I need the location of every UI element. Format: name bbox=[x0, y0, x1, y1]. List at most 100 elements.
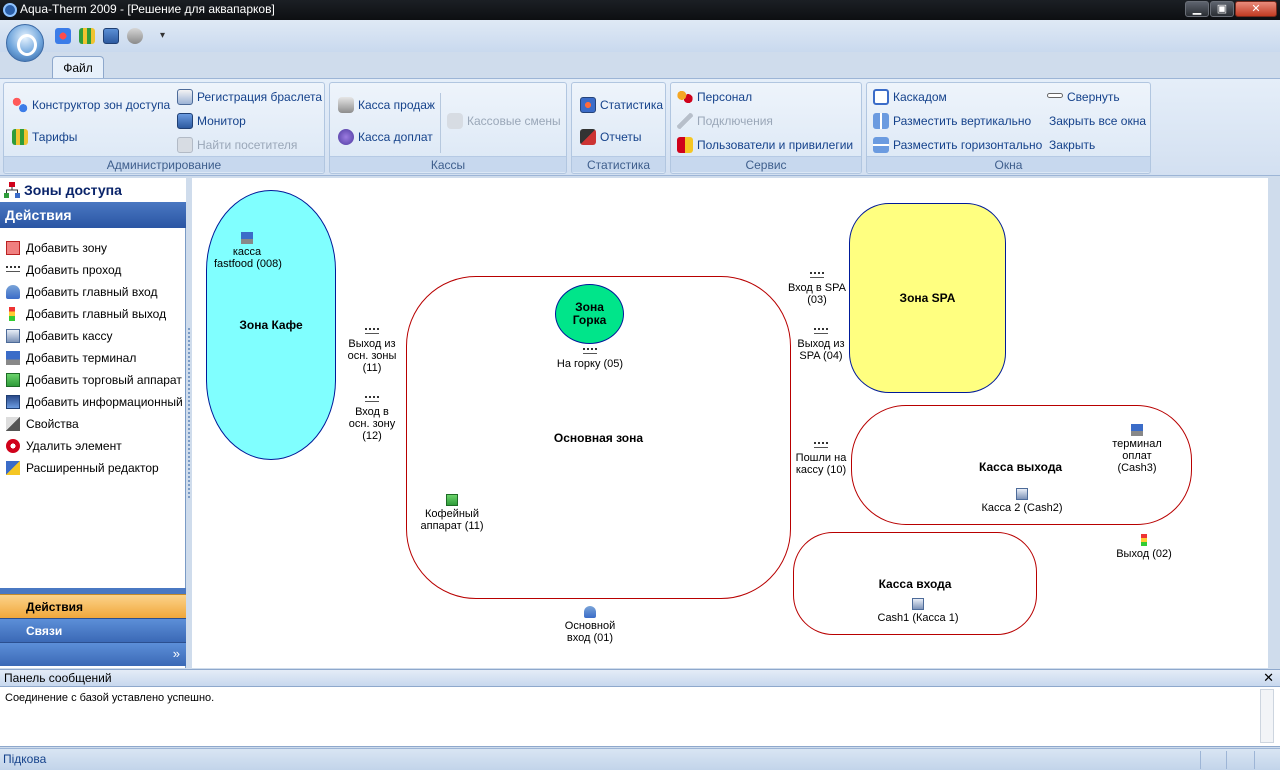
messages-scrollbar[interactable] bbox=[1260, 689, 1274, 743]
tariffs-icon[interactable] bbox=[79, 28, 95, 44]
statistics-button[interactable]: Статистика bbox=[580, 95, 663, 115]
action-add-info[interactable]: Добавить информационный ... bbox=[5, 392, 196, 412]
cascade-label: Каскадом bbox=[893, 90, 947, 104]
main-entry-icon bbox=[584, 606, 596, 618]
action-label: Свойства bbox=[26, 417, 79, 431]
bracelet-icon bbox=[177, 89, 193, 105]
group-label-stats: Статистика bbox=[572, 156, 665, 172]
node-label: (12) bbox=[362, 430, 382, 442]
node-label: SPA (04) bbox=[799, 350, 843, 362]
action-add-vending[interactable]: Добавить торговый аппарат bbox=[5, 370, 182, 390]
node-enter-main[interactable]: Вход в осн. зону (12) bbox=[342, 396, 402, 442]
bracelet-registration-button[interactable]: Регистрация браслета bbox=[177, 87, 322, 107]
node-spa-in[interactable]: Вход в SPA (03) bbox=[784, 272, 850, 306]
find-visitor-button[interactable]: Найти посетителя bbox=[177, 135, 297, 155]
close-button[interactable]: ✕ bbox=[1235, 1, 1277, 17]
action-label: Добавить терминал bbox=[26, 351, 137, 365]
action-add-terminal[interactable]: Добавить терминал bbox=[5, 348, 136, 368]
action-add-zone[interactable]: Добавить зону bbox=[5, 238, 107, 258]
node-label: терминал bbox=[1112, 438, 1162, 450]
actions-header: Действия bbox=[0, 202, 186, 228]
nav-tab-links[interactable]: Связи bbox=[0, 618, 186, 642]
minimize-button[interactable]: ▁ bbox=[1185, 1, 1209, 17]
minimize-all-button[interactable]: Свернуть bbox=[1047, 87, 1120, 107]
cash-shifts-button[interactable]: Кассовые смены bbox=[447, 111, 561, 131]
tile-vertical-button[interactable]: Разместить вертикально bbox=[873, 111, 1031, 131]
zone-cash-exit[interactable]: Касса выхода bbox=[851, 405, 1192, 525]
application-orb-button[interactable] bbox=[6, 24, 44, 62]
zone-cash-entry[interactable]: Касса входа bbox=[793, 532, 1037, 635]
ribbon-tab-strip: Файл bbox=[0, 52, 1280, 80]
close-all-windows-button[interactable]: Закрыть все окна bbox=[1047, 111, 1146, 131]
close-window-button[interactable]: Закрыть bbox=[1047, 135, 1095, 155]
node-cash1[interactable]: Cash1 (Касса 1) bbox=[868, 598, 968, 624]
cash-register-icon[interactable] bbox=[127, 28, 143, 44]
cascade-button[interactable]: Каскадом bbox=[873, 87, 947, 107]
sales-cash-button[interactable]: Касса продаж bbox=[338, 95, 435, 115]
tile-horizontal-icon bbox=[873, 137, 889, 153]
node-cash2[interactable]: Касса 2 (Cash2) bbox=[972, 488, 1072, 514]
terminal-icon bbox=[1131, 424, 1143, 436]
panel-splitter[interactable] bbox=[186, 178, 192, 668]
nav-tab-actions[interactable]: Действия bbox=[0, 594, 186, 618]
action-add-main-entry[interactable]: Добавить главный вход bbox=[5, 282, 157, 302]
node-main-entry[interactable]: Основной вход (01) bbox=[552, 606, 628, 644]
node-coffee-machine[interactable]: Кофейный аппарат (11) bbox=[414, 494, 490, 532]
zone-builder-button[interactable]: Конструктор зон доступа bbox=[12, 95, 170, 115]
action-label: Добавить зону bbox=[26, 241, 108, 255]
node-exit-02[interactable]: Выход (02) bbox=[1107, 534, 1181, 560]
monitor-button[interactable]: Монитор bbox=[177, 111, 246, 131]
zone-cafe[interactable]: Зона Кафе bbox=[206, 190, 336, 460]
action-label: Удалить элемент bbox=[26, 439, 122, 453]
extra-cash-button[interactable]: Касса доплат bbox=[338, 127, 433, 147]
messages-close-icon[interactable]: ✕ bbox=[1263, 670, 1274, 685]
node-label: вход (01) bbox=[566, 632, 614, 644]
users-privileges-button[interactable]: Пользователи и привилегии bbox=[677, 135, 853, 155]
connections-button[interactable]: Подключения bbox=[677, 111, 773, 131]
properties-icon bbox=[6, 417, 20, 431]
panel-resize-grip[interactable] bbox=[0, 588, 186, 594]
node-to-gorka[interactable]: На горку (05) bbox=[552, 348, 628, 370]
canvas-scrollbar[interactable] bbox=[1268, 178, 1280, 668]
monitor-icon[interactable] bbox=[103, 28, 119, 44]
node-to-cash[interactable]: Пошли на кассу (10) bbox=[788, 442, 854, 476]
ribbon-group-admin: Конструктор зон доступа Тарифы Регистрац… bbox=[3, 82, 325, 174]
zone-diagram-canvas[interactable]: Зона Кафе Основная зона Зона Горка Зона … bbox=[192, 178, 1268, 668]
status-separator bbox=[1226, 751, 1227, 769]
action-add-pass[interactable]: Добавить проход bbox=[5, 260, 121, 280]
action-label: Добавить главный выход bbox=[26, 307, 167, 321]
action-properties[interactable]: Свойства bbox=[5, 414, 79, 434]
node-label: На горку (05) bbox=[556, 358, 624, 370]
zone-gorka[interactable]: Зона Горка bbox=[555, 284, 624, 344]
maximize-button[interactable]: ▣ bbox=[1210, 1, 1234, 17]
messages-panel-header: Панель сообщений ✕ bbox=[0, 669, 1280, 687]
group-label-cash: Кассы bbox=[330, 156, 566, 172]
action-advanced-editor[interactable]: Расширенный редактор bbox=[5, 458, 159, 478]
ribbon: Конструктор зон доступа Тарифы Регистрац… bbox=[0, 78, 1280, 176]
messages-panel-body: Соединение с базой уставлено успешно. bbox=[0, 687, 1280, 747]
node-cafe-cash[interactable]: касса fastfood (008) bbox=[214, 232, 282, 270]
node-label: осн. зоны bbox=[347, 350, 397, 362]
zone-builder-label: Конструктор зон доступа bbox=[32, 98, 171, 112]
action-delete-element[interactable]: Удалить элемент bbox=[5, 436, 122, 456]
node-spa-out[interactable]: Выход из SPA (04) bbox=[788, 328, 854, 362]
app-icon[interactable] bbox=[3, 3, 17, 17]
zones-icon[interactable] bbox=[55, 28, 71, 44]
tile-horizontal-label: Разместить горизонтально bbox=[893, 138, 1043, 152]
node-payment-terminal[interactable]: терминал оплат (Cash3) bbox=[1102, 424, 1172, 474]
node-exit-main[interactable]: Выход из осн. зоны (11) bbox=[342, 328, 402, 374]
staff-button[interactable]: Персонал bbox=[677, 87, 752, 107]
window-title: Aqua-Therm 2009 - [Решение для аквапарко… bbox=[20, 2, 275, 16]
tab-file[interactable]: Файл bbox=[52, 56, 104, 80]
tariffs-button[interactable]: Тарифы bbox=[12, 127, 77, 147]
add-zone-icon bbox=[6, 241, 20, 255]
node-label: Вход в SPA bbox=[787, 282, 847, 294]
tile-horizontal-button[interactable]: Разместить горизонтально bbox=[873, 135, 1042, 155]
qat-customize-chevron-icon[interactable]: ▾ bbox=[160, 30, 166, 41]
action-add-main-exit[interactable]: Добавить главный выход bbox=[5, 304, 166, 324]
panel-configure-chevron-icon[interactable]: » bbox=[0, 642, 186, 666]
action-add-cash[interactable]: Добавить кассу bbox=[5, 326, 113, 346]
reports-button[interactable]: Отчеты bbox=[580, 127, 641, 147]
zone-spa[interactable]: Зона SPA bbox=[849, 203, 1006, 393]
node-label: (03) bbox=[807, 294, 827, 306]
